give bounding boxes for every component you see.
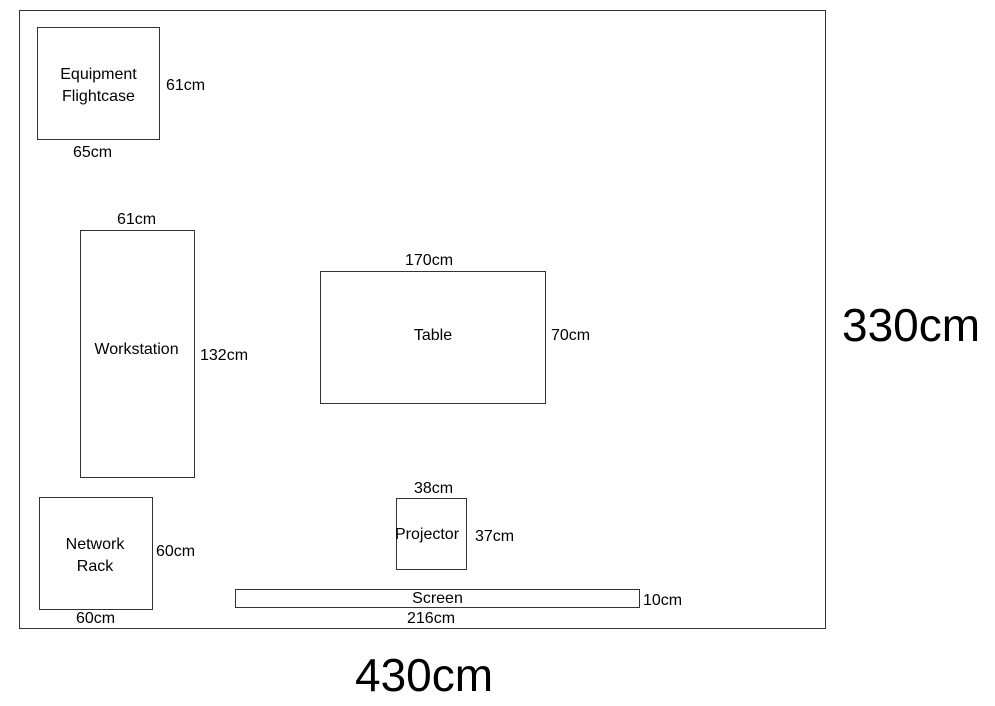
table-width-label: 170cm <box>405 252 454 269</box>
network-rack-depth-label: 60cm <box>156 543 196 560</box>
workstation-box <box>80 230 195 478</box>
screen-box <box>235 589 640 608</box>
projector-depth-label: 37cm <box>475 528 515 545</box>
projector-width-label: 38cm <box>414 480 454 497</box>
workstation-width-label: 61cm <box>117 211 157 228</box>
network-rack-box <box>39 497 153 610</box>
projector-label: Projector <box>395 526 460 543</box>
table-label: Table <box>413 327 453 344</box>
screen-width-label: 216cm <box>407 610 456 627</box>
table-depth-label: 70cm <box>551 327 591 344</box>
network-rack-label-line1: Network <box>65 536 125 553</box>
screen-depth-label: 10cm <box>643 592 683 609</box>
network-rack-width-label: 60cm <box>76 610 116 627</box>
workstation-depth-label: 132cm <box>200 347 249 364</box>
network-rack-label-line2: Rack <box>76 558 114 575</box>
flightcase-box <box>37 27 160 140</box>
flightcase-label-line1: Equipment <box>60 66 137 83</box>
workstation-label: Workstation <box>94 341 179 358</box>
flightcase-depth-label: 61cm <box>166 77 206 94</box>
table-box <box>320 271 546 404</box>
room-outline <box>19 10 826 629</box>
screen-label: Screen <box>412 590 463 607</box>
flightcase-width-label: 65cm <box>73 144 113 161</box>
projector-box <box>396 498 467 570</box>
flightcase-label-line2: Flightcase <box>62 88 135 105</box>
room-height-label: 330cm <box>842 299 981 351</box>
room-width-label: 430cm <box>355 649 494 701</box>
